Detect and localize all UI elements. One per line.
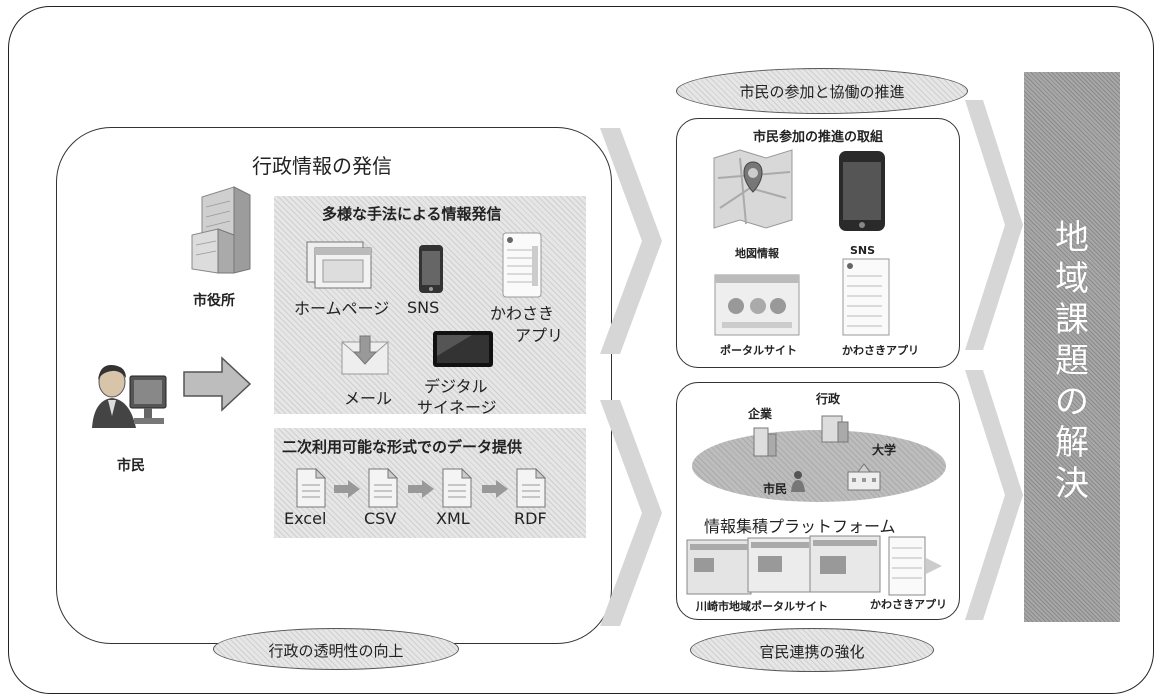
format-arrow-icon bbox=[482, 480, 508, 498]
homepage-label: ホームページ bbox=[294, 299, 390, 318]
kawasaki-app-label-line1: かわさき bbox=[490, 304, 555, 323]
company-label: 企業 bbox=[748, 407, 773, 421]
portal-screenshot-thumbnail bbox=[686, 535, 881, 595]
excel-doc-icon bbox=[296, 467, 327, 508]
solution-char: 決 bbox=[1055, 464, 1089, 504]
solution-char: 地 bbox=[1055, 218, 1089, 258]
diverse-methods-title: 多様な手法による情報発信 bbox=[322, 205, 502, 223]
transparency-oval-label: 行政の透明性の向上 bbox=[268, 642, 404, 660]
rdf-doc-icon bbox=[516, 467, 547, 508]
kawasaki-app-label-right: かわさきアプリ bbox=[842, 344, 919, 357]
kawasaki-app-thumbnail bbox=[842, 258, 890, 336]
format-arrow-icon bbox=[334, 480, 360, 498]
solution-char: 課 bbox=[1055, 300, 1089, 340]
solution-char: の bbox=[1055, 382, 1089, 422]
format-label-excel: Excel bbox=[284, 509, 327, 528]
map-info-label: 地図情報 bbox=[735, 247, 779, 260]
signage-label-line2: サイネージ bbox=[417, 398, 497, 417]
solution-char: 解 bbox=[1055, 423, 1089, 463]
solution-bar bbox=[1024, 72, 1120, 622]
chevron-arrow-upper-right bbox=[965, 100, 1023, 350]
chevron-arrow-lower-left bbox=[600, 400, 662, 626]
signage-label-line1: デジタル bbox=[424, 377, 488, 396]
sns-phone-icon bbox=[419, 245, 443, 293]
xml-doc-icon bbox=[442, 467, 473, 508]
citizen-label: 市民 bbox=[117, 458, 145, 474]
city-hall-label: 市役所 bbox=[193, 293, 235, 309]
citizen-to-services-arrow bbox=[183, 356, 252, 412]
format-label-rdf: RDF bbox=[514, 509, 547, 528]
mail-icon bbox=[341, 335, 389, 375]
participation-oval bbox=[676, 68, 968, 114]
solution-char: 題 bbox=[1055, 341, 1089, 381]
chevron-arrow-lower-right bbox=[965, 370, 1023, 620]
format-label-csv: CSV bbox=[364, 509, 397, 528]
format-arrow-icon bbox=[408, 480, 434, 498]
outer-frame bbox=[8, 6, 1154, 694]
participation-box-title: 市民参加の推進の取組 bbox=[752, 130, 883, 145]
government-building-icon bbox=[821, 415, 849, 443]
kawasaki-app-label-line2: アプリ bbox=[515, 326, 564, 345]
platform-citizen-label: 市民 bbox=[763, 482, 788, 496]
solution-text: 地 域 課 題 の 解 決 bbox=[1024, 218, 1120, 505]
map-icon bbox=[713, 149, 793, 229]
sns-label-right: SNS bbox=[850, 244, 876, 257]
transparency-oval bbox=[213, 628, 459, 670]
portal-site-thumbnail bbox=[714, 274, 800, 336]
portal-site-caption: 川崎市地域ポータルサイト bbox=[696, 600, 828, 613]
csv-doc-icon bbox=[368, 467, 399, 508]
kawasaki-app-icon bbox=[502, 232, 542, 298]
university-building-icon bbox=[847, 463, 881, 491]
platform-disc bbox=[692, 430, 946, 502]
company-building-icon bbox=[753, 427, 777, 457]
app-caption: かわさきアプリ bbox=[870, 598, 947, 611]
sns-smartphone-icon bbox=[839, 151, 885, 231]
left-panel-title: 行政情報の発信 bbox=[252, 154, 392, 178]
data-provision-box bbox=[274, 428, 586, 538]
data-provision-title: 二次利用可能な形式でのデータ提供 bbox=[282, 438, 523, 456]
platform-app-thumbnail bbox=[888, 536, 942, 596]
portal-site-label: ポータルサイト bbox=[720, 344, 797, 357]
diverse-methods-box bbox=[274, 196, 586, 414]
homepage-icon bbox=[306, 241, 372, 289]
city-hall-icon bbox=[191, 186, 251, 274]
platform-title: 情報集積プラットフォーム bbox=[704, 517, 896, 536]
government-label: 行政 bbox=[816, 392, 841, 406]
solution-char: 域 bbox=[1055, 259, 1089, 299]
chevron-arrow-upper-left bbox=[600, 128, 662, 354]
public-private-oval-label: 官民連携の強化 bbox=[759, 643, 865, 661]
mail-label: メール bbox=[344, 389, 393, 408]
citizen-pc-icon bbox=[92, 364, 167, 428]
university-label: 大学 bbox=[872, 443, 897, 457]
public-private-oval bbox=[690, 628, 934, 672]
format-label-xml: XML bbox=[436, 509, 470, 528]
digital-signage-icon bbox=[433, 331, 493, 367]
sns-label: SNS bbox=[407, 298, 440, 317]
participation-oval-label: 市民の参加と協働の推進 bbox=[739, 83, 905, 101]
citizen-person-icon bbox=[791, 471, 805, 492]
